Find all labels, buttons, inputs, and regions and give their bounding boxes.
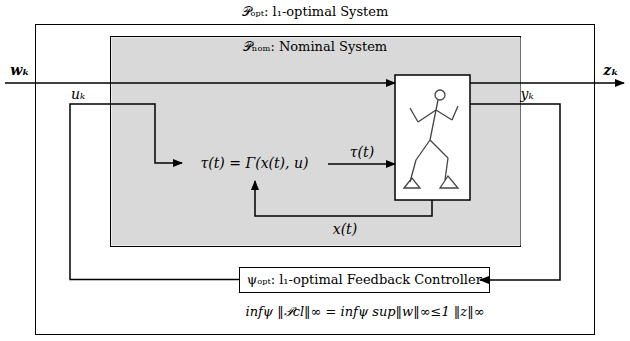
performance-line — [470, 82, 624, 84]
box-label: ψₒₚₜ: l₁-optimal Feedback Controller — [240, 272, 489, 288]
signal-label: zₖ — [603, 62, 618, 78]
nominal-ground — [112, 38, 521, 246]
signal-label: wₖ — [10, 62, 29, 78]
box-heading: 𝒫ₒₚₜ: l₁-optimal System — [36, 4, 594, 20]
controller-box: ψₒₚₜ: l₁-optimal Feedback Controller — [239, 267, 490, 293]
box-heading: 𝒫ₙₒₘ: Nominal System — [111, 39, 520, 55]
robot-figure — [404, 90, 458, 188]
disturbance-line — [5, 82, 395, 84]
process-box: τ(t) = Γ(x(t), u) — [182, 147, 327, 179]
box-label: τ(t) = Γ(x(t), u) — [183, 155, 326, 171]
measurement-line — [470, 104, 560, 280]
torque-line — [328, 163, 395, 165]
signal-label: τ(t) — [350, 144, 374, 160]
signal-label: uₖ — [71, 86, 85, 102]
optimality-formula: infψ ‖𝒫cl‖∞ = infψ sup‖w‖∞≤1 ‖z‖∞ — [245, 304, 484, 320]
signal-label: yₖ — [520, 86, 533, 102]
state-line — [255, 181, 432, 216]
system-box: 𝒫ₒₚₜ: l₁-optimal System𝒫ₙₒₘ: Nominal Sys… — [35, 24, 595, 335]
robot-block — [395, 75, 470, 200]
control-line — [70, 104, 239, 280]
subsystem-box: 𝒫ₙₒₘ: Nominal System τ(t) = Γ(x(t), u) — [110, 36, 521, 247]
signal-label: x(t) — [333, 221, 357, 237]
